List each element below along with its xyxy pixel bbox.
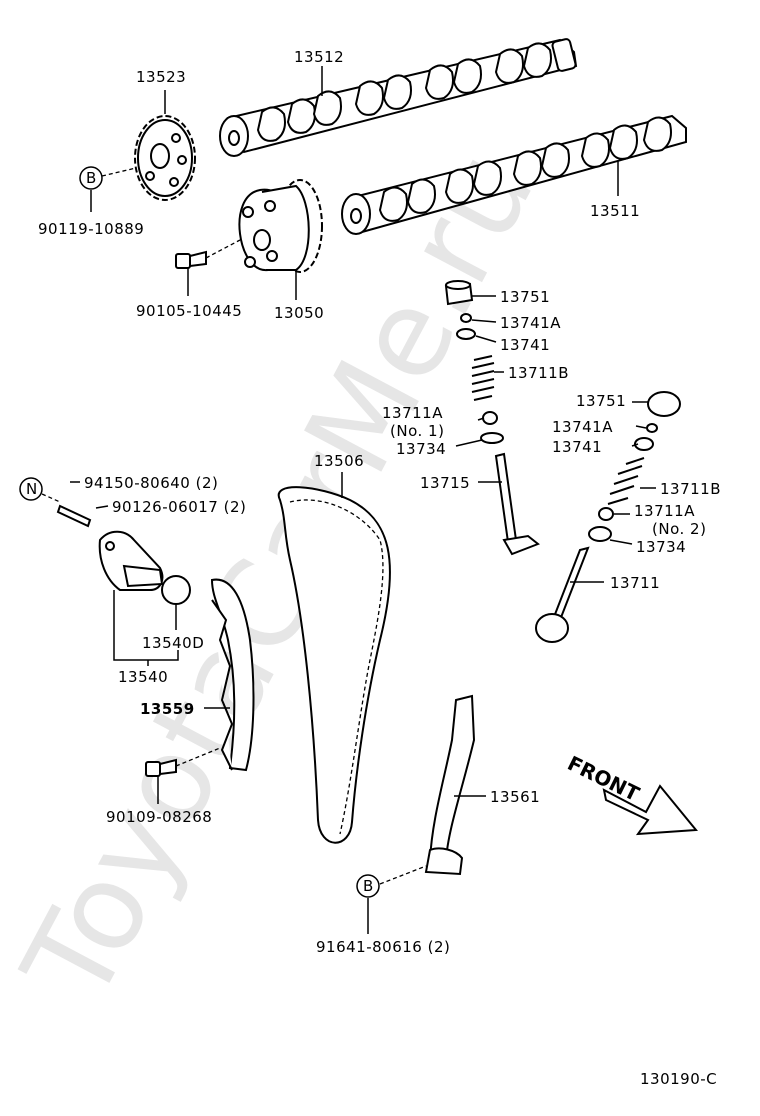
svg-text:B: B [363, 877, 374, 895]
spring-13711B-b[interactable] [607, 457, 645, 505]
svg-text:FRONT: FRONT [564, 751, 644, 806]
marker-n-guide [41, 493, 61, 503]
label-90119: 90119-10889 [38, 220, 144, 238]
marker-b-top: B [79, 166, 103, 190]
label-13540D: 13540D [142, 634, 204, 652]
chain-guide-13559[interactable] [210, 578, 255, 772]
label-13734-b: 13734 [636, 538, 686, 556]
stud-90126[interactable] [56, 504, 92, 528]
label-13512: 13512 [294, 48, 344, 66]
o-ring-13540D[interactable] [161, 575, 191, 605]
label-13741-a: 13741 [500, 336, 550, 354]
label-13715: 13715 [420, 474, 470, 492]
valve-13715[interactable] [494, 452, 540, 556]
bolt-90109[interactable] [145, 758, 177, 777]
label-13050: 13050 [274, 304, 324, 322]
tensioner-13540[interactable] [98, 530, 164, 591]
label-13523: 13523 [136, 68, 186, 86]
chain-guide-13561[interactable] [424, 694, 476, 876]
marker-n: N [19, 477, 43, 501]
label-94150: 94150-80640 (2) [84, 474, 218, 492]
spring-13711B-a[interactable] [471, 355, 495, 401]
label-13711A-a-no: (No. 1) [390, 422, 444, 440]
label-13711A-b: 13711A [634, 502, 695, 520]
front-arrow: FRONT [564, 751, 698, 836]
seal-13711A-no1[interactable] [482, 411, 498, 425]
label-13711: 13711 [610, 574, 660, 592]
seat-13734-b[interactable] [588, 526, 612, 542]
retainer-13741-a[interactable] [456, 328, 476, 340]
valve-lifter-13751-a[interactable] [444, 280, 474, 306]
label-90105: 90105-10445 [136, 302, 242, 320]
label-13751-b: 13751 [576, 392, 626, 410]
valve-13711[interactable] [535, 546, 590, 643]
label-13711A-a: 13711A [382, 404, 443, 422]
label-13561: 13561 [490, 788, 540, 806]
marker-b-top-guide [101, 167, 137, 177]
label-13711A-b-no: (No. 2) [652, 520, 706, 538]
keeper-13741A-b[interactable] [646, 423, 658, 433]
bolt-90109-guide [175, 747, 221, 767]
marker-b-bottom-guide [379, 865, 427, 885]
diagram-id: 130190-C [640, 1070, 717, 1088]
vvt-gear-13050[interactable] [238, 179, 323, 273]
label-13741-b: 13741 [552, 438, 602, 456]
label-13741A-a: 13741A [500, 314, 561, 332]
label-13711B-b: 13711B [660, 480, 721, 498]
label-90126: 90126-06017 (2) [112, 498, 246, 516]
bolt-90105-guide [205, 239, 241, 259]
label-13511: 13511 [590, 202, 640, 220]
timing-chain-13506[interactable] [277, 486, 391, 844]
retainer-13741-b[interactable] [634, 437, 654, 451]
label-13741A-b: 13741A [552, 418, 613, 436]
label-13506: 13506 [314, 452, 364, 470]
sprocket-13523[interactable] [134, 115, 196, 201]
bolt-90105[interactable] [175, 250, 207, 269]
label-91641: 91641-80616 (2) [316, 938, 450, 956]
leader-lines [70, 66, 656, 934]
camshaft-13511[interactable] [341, 114, 687, 235]
label-13711B-a: 13711B [508, 364, 569, 382]
label-13559: 13559 [140, 700, 195, 718]
camshaft-13512[interactable] [219, 38, 578, 157]
label-90109: 90109-08268 [106, 808, 212, 826]
label-13734-a: 13734 [396, 440, 446, 458]
seat-13734-a[interactable] [480, 432, 504, 444]
svg-text:B: B [86, 169, 97, 187]
seal-13711A-no2[interactable] [598, 507, 614, 521]
marker-b-bottom: B [356, 874, 380, 898]
valve-lifter-13751-b[interactable] [647, 391, 681, 417]
keeper-13741A-a[interactable] [460, 313, 472, 323]
svg-text:N: N [26, 480, 38, 498]
label-13751-a: 13751 [500, 288, 550, 306]
label-13540: 13540 [118, 668, 168, 686]
